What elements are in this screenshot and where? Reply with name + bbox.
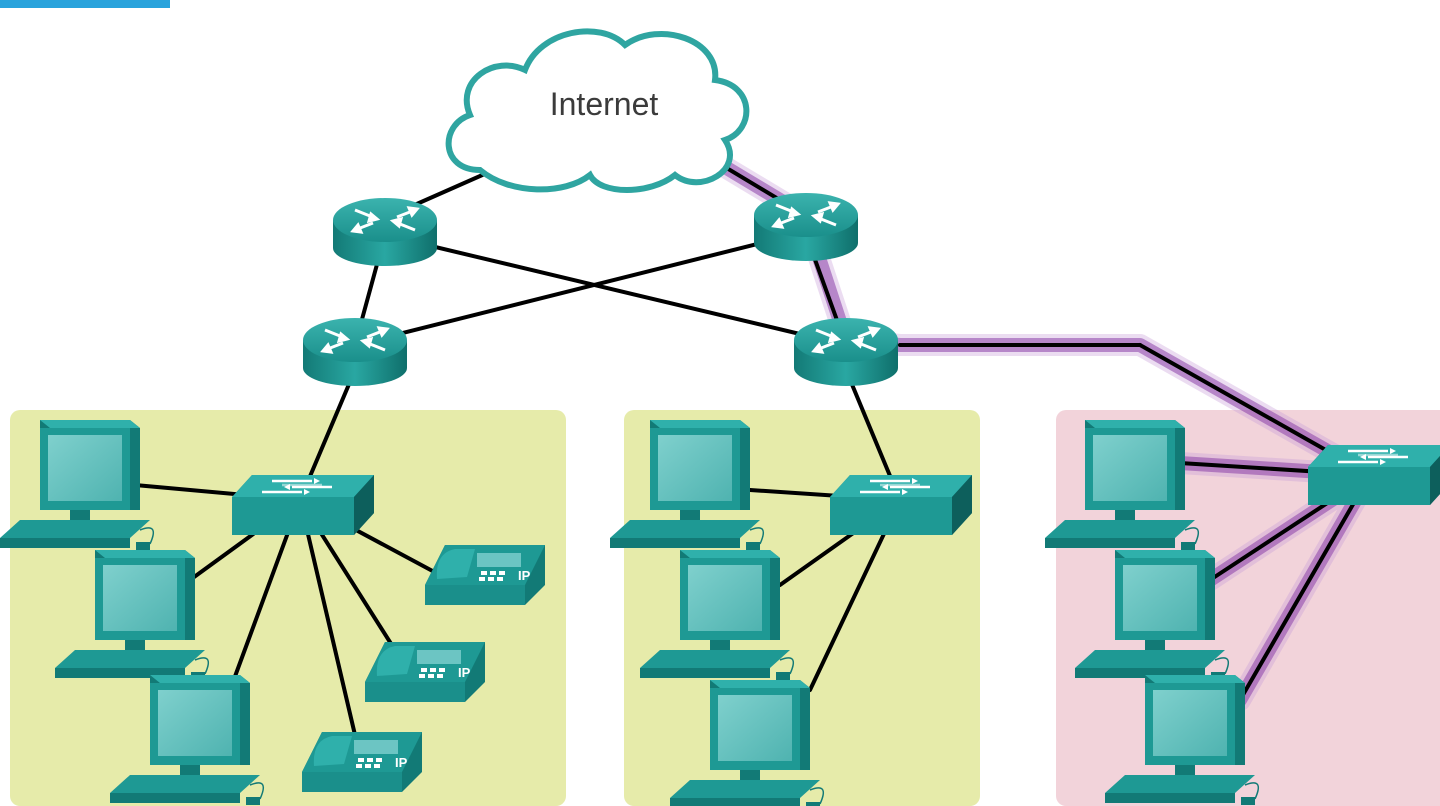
cloud-label: Internet [550, 86, 659, 122]
switch-icon [1306, 443, 1440, 507]
router-icon [301, 316, 409, 388]
ip-phone-icon: IP [302, 732, 422, 792]
router-icon [331, 196, 439, 268]
switch-icon [230, 473, 376, 537]
router-icon [752, 191, 860, 263]
svg-text:IP: IP [458, 665, 471, 680]
router-icon [792, 316, 900, 388]
lan-zone-left [10, 410, 566, 806]
svg-text:IP: IP [395, 755, 408, 770]
top-accent-bar [0, 0, 170, 8]
cloud-icon: Internet [445, 28, 750, 193]
svg-text:IP: IP [518, 568, 531, 583]
ip-phone-icon: IP [425, 545, 545, 605]
ip-phone-icon: IP [365, 642, 485, 702]
switch-icon [828, 473, 974, 537]
